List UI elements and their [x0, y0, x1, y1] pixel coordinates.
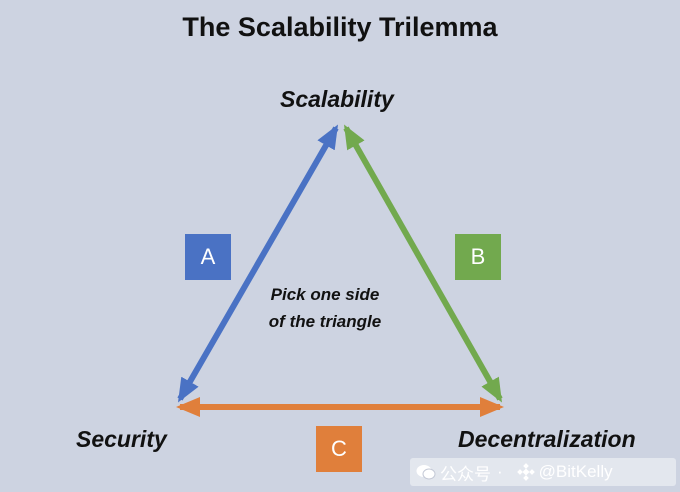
- center-note-line-2: of the triangle: [268, 312, 382, 331]
- vertex-scalability: Scalability: [280, 86, 394, 112]
- wechat-icon: [416, 465, 436, 480]
- center-note-line-1: Pick one side: [270, 285, 380, 304]
- edge-b-arrow: [343, 124, 503, 403]
- edge-c-badge: C: [316, 426, 362, 472]
- binance-logo: [516, 463, 535, 481]
- diagram-title: The Scalability Trilemma: [182, 12, 498, 42]
- edge-a-badge: A: [185, 234, 231, 280]
- center-note: Pick one side of the triangle: [250, 281, 400, 335]
- edge-a-arrow: [177, 124, 339, 403]
- watermark: 公众号 · @BitKelly: [410, 458, 676, 486]
- watermark-separator: ·: [497, 462, 503, 481]
- edge-b-badge: B: [455, 234, 501, 280]
- watermark-platform: 公众号: [440, 464, 491, 484]
- vertex-security: Security: [76, 426, 167, 452]
- watermark-account: @BitKelly: [538, 462, 613, 481]
- vertex-decentralization: Decentralization: [458, 426, 636, 452]
